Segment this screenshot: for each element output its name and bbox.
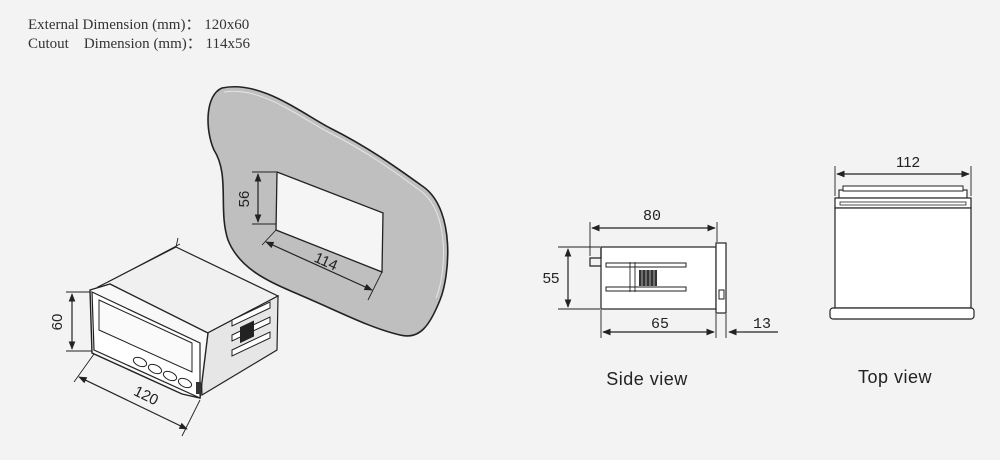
external-dimension-label: External Dimension	[28, 17, 149, 33]
side-view: 80 55 65 13 Side view	[543, 208, 778, 389]
device-isometric: 60 120	[49, 237, 280, 437]
side-view-length-label: 80	[643, 208, 661, 225]
external-dimension-value: 120x60	[204, 17, 250, 33]
top-view-caption: Top view	[858, 367, 933, 387]
dimension-header: External Dimension (mm)： 120x60 Cutout D…	[28, 16, 250, 54]
cutout-dimension-value: 114x56	[205, 36, 250, 52]
cutout-label: Cutout	[28, 36, 69, 52]
cutout-dimension-unit: (mm)	[153, 36, 187, 52]
cutout-dimension-row: Cutout Dimension (mm)： 114x56	[28, 36, 250, 52]
mounting-panel: 56 114	[207, 86, 449, 337]
device-button	[132, 356, 148, 368]
device-width-dimension	[78, 376, 188, 430]
cutout-height-label: 56	[236, 191, 253, 208]
side-view-caption: Side view	[606, 369, 688, 389]
device-button	[147, 363, 163, 375]
top-view-body	[834, 207, 972, 309]
external-dimension-unit: (mm)	[152, 17, 186, 33]
side-view-height-label: 55	[543, 270, 560, 287]
top-view-front-bezel	[829, 307, 975, 320]
top-view: 112 Top view	[829, 154, 975, 387]
device-height-label: 60	[49, 314, 66, 331]
side-view-body-label: 65	[651, 316, 669, 333]
side-view-body	[600, 246, 717, 310]
side-view-front-label: 13	[753, 316, 771, 333]
top-view-width-label: 112	[896, 154, 920, 171]
device-display	[98, 299, 193, 373]
cutout-width-dimension	[265, 241, 373, 291]
device-width-label: 120	[131, 383, 161, 409]
side-view-front-bezel	[715, 242, 727, 314]
external-dimension-row: External Dimension (mm)： 120x60	[28, 17, 250, 33]
cutout-dimension-label: Dimension	[83, 36, 150, 52]
